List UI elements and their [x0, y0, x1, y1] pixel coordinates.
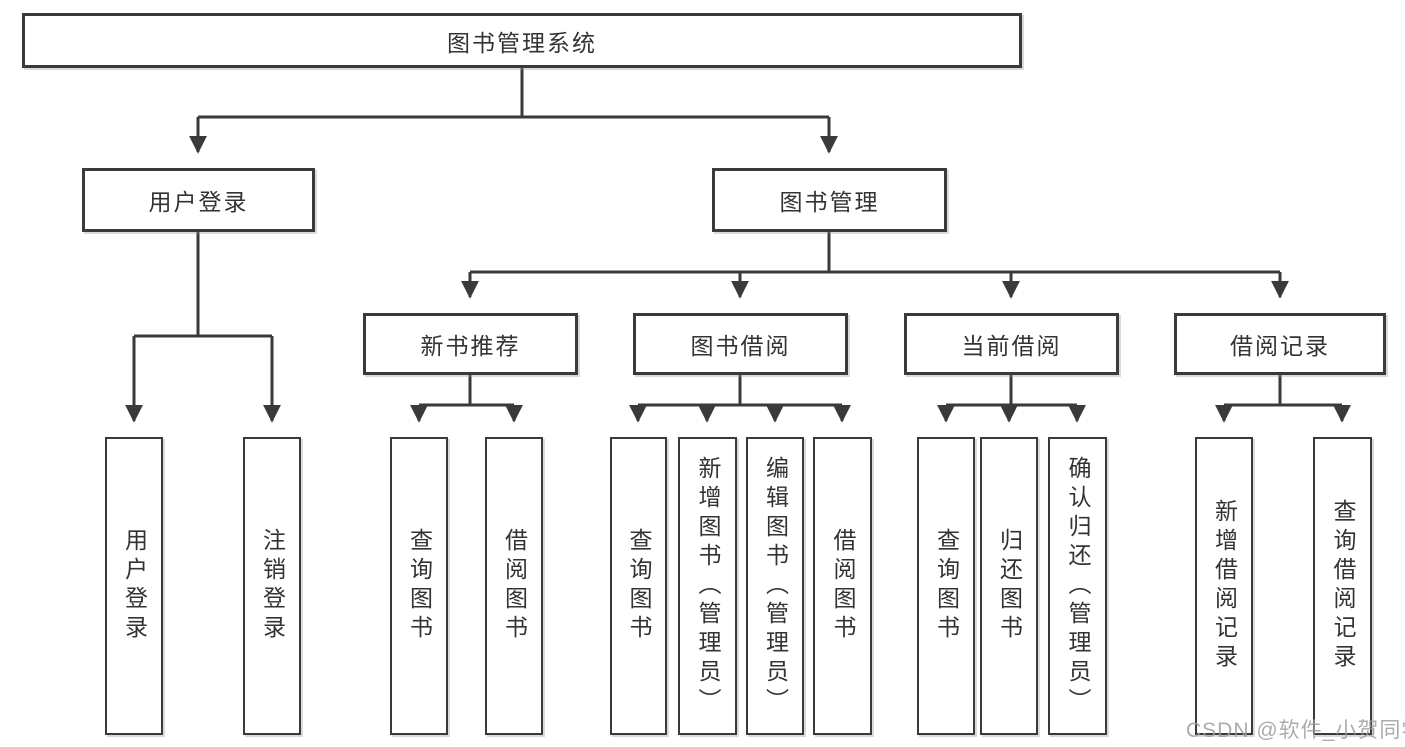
csdn-watermark: CSDN @软件_小贺同学 — [1186, 719, 1405, 742]
leaf-add-borrow-record: 新增借阅记录 — [1195, 437, 1253, 735]
node-new-book-recommendation: 新书推荐 — [363, 313, 578, 375]
leaf-logout: 注销登录 — [243, 437, 301, 735]
leaf-query-books-current: 查询图书 — [917, 437, 975, 735]
node-user-login: 用户登录 — [82, 168, 315, 232]
leaf-borrow-books: 借阅图书 — [813, 437, 872, 735]
leaf-confirm-return-admin: 确认归还（管理员） — [1048, 437, 1107, 735]
leaf-add-books-admin: 新增图书（管理员） — [678, 437, 737, 735]
node-book-management-system: 图书管理系统 — [22, 13, 1022, 68]
node-book-borrowing: 图书借阅 — [633, 313, 848, 375]
node-borrowing-records: 借阅记录 — [1174, 313, 1386, 375]
leaf-edit-books-admin: 编辑图书（管理员） — [746, 437, 804, 735]
leaf-user-login: 用户登录 — [105, 437, 163, 735]
node-book-management: 图书管理 — [712, 168, 947, 232]
leaf-query-books-recommend: 查询图书 — [390, 437, 448, 735]
node-current-borrowing: 当前借阅 — [904, 313, 1119, 375]
leaf-query-books-borrow: 查询图书 — [610, 437, 667, 735]
leaf-query-borrow-record: 查询借阅记录 — [1313, 437, 1372, 735]
leaf-borrow-books-recommend: 借阅图书 — [485, 437, 543, 735]
leaf-return-books: 归还图书 — [980, 437, 1038, 735]
